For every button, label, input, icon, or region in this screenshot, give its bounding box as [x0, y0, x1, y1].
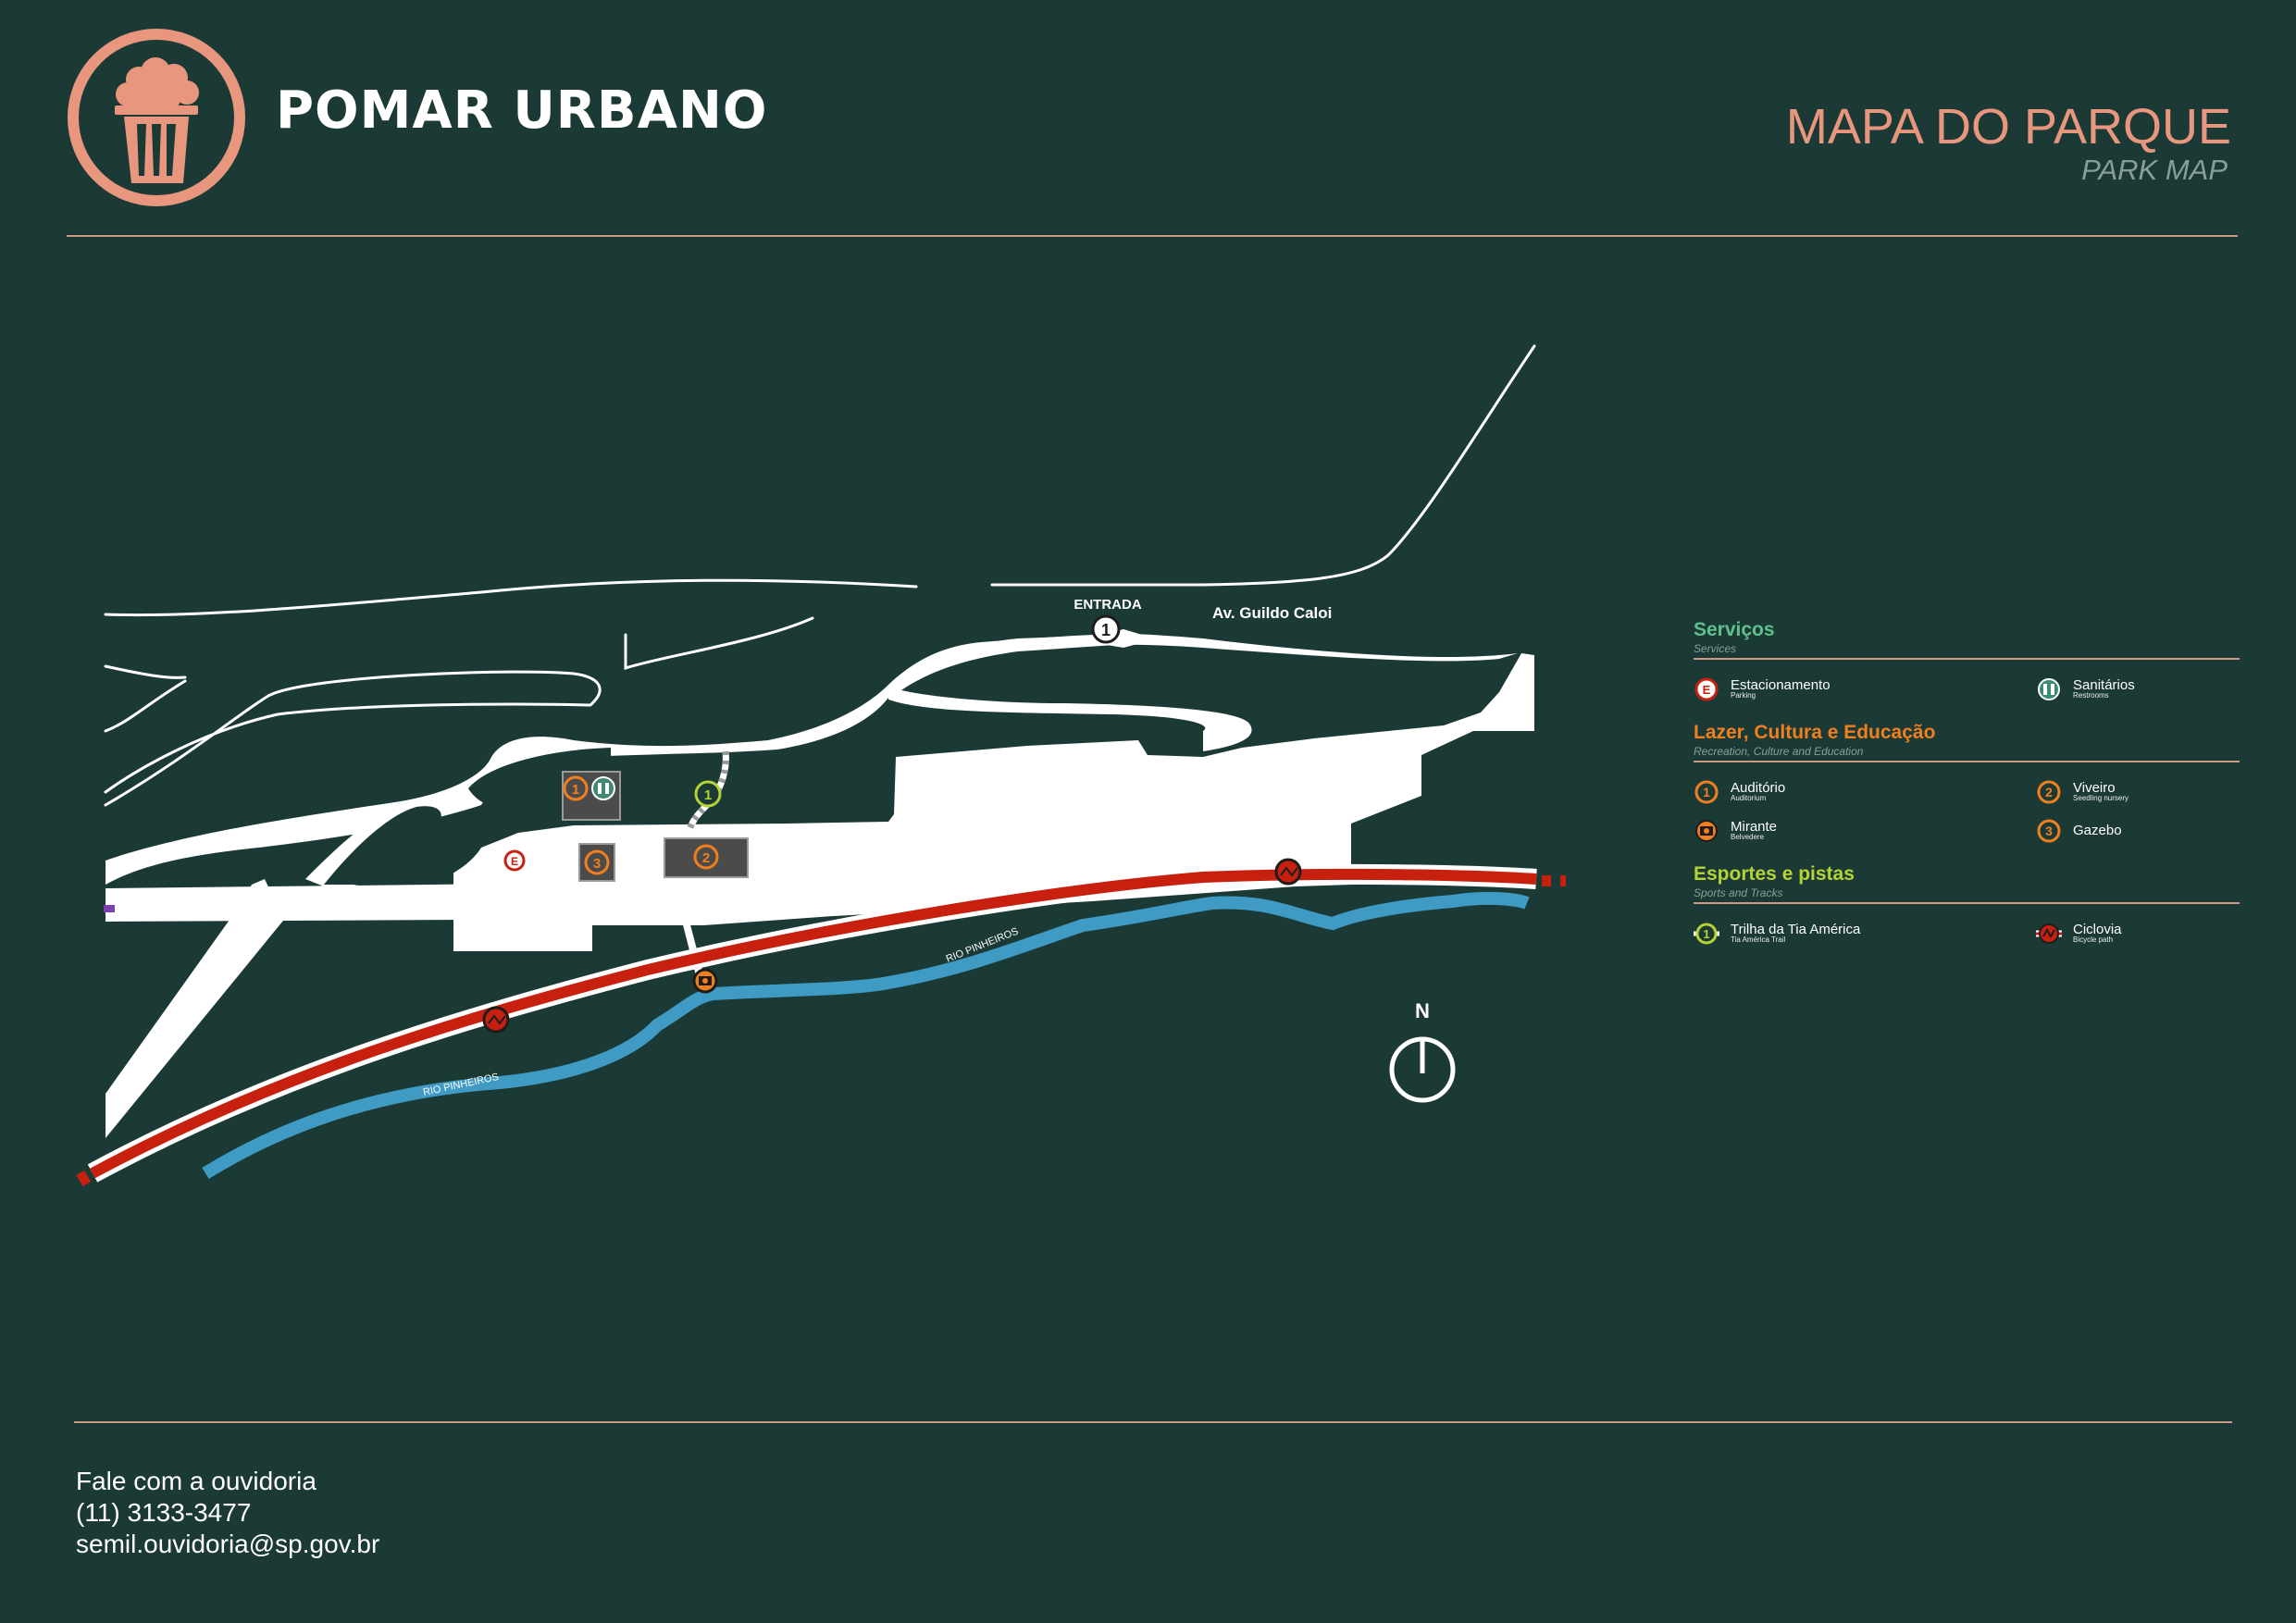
bicycle-icon — [2036, 923, 2062, 944]
legend-heading-services: Serviços — [1694, 619, 1775, 640]
number-1-icon: 1 — [1694, 780, 1719, 804]
legend-sublabel: Belvedere — [1731, 833, 1765, 842]
svg-text:1: 1 — [1101, 621, 1111, 639]
legend-subheading-services: Services — [1694, 642, 1737, 655]
svg-text:1: 1 — [1703, 927, 1709, 941]
contact-email[interactable]: semil.ouvidoria@sp.gov.br — [76, 1530, 380, 1558]
river-pinheiros: RIO PINHEIROS RIO PINHEIROS — [202, 891, 1530, 1179]
svg-text:3: 3 — [593, 856, 601, 872]
street-name: Av. Guildo Caloi — [1212, 604, 1332, 622]
camera-icon — [1695, 820, 1718, 842]
legend-label: Mirante — [1731, 818, 1778, 835]
legend-sublabel: Seedling nursery — [2073, 794, 2129, 803]
trail-icon: 1 — [1694, 923, 1719, 945]
legend-label: Viveiro — [2073, 779, 2116, 796]
header-divider — [67, 235, 2238, 237]
park-name: POMAR URBANO — [276, 81, 768, 141]
map-title: MAPA DO PARQUE — [1785, 99, 2231, 155]
legend-section-recreation: Lazer, Cultura e Educação Recreation, Cu… — [1694, 723, 2240, 846]
legend-heading-sports: Esportes e pistas — [1694, 863, 1855, 885]
legend-sublabel: Bicycle path — [2073, 935, 2114, 945]
number-2-icon: 2 — [2037, 780, 2061, 804]
belvedere-marker — [692, 968, 718, 994]
entrance-label: ENTRADA — [1074, 597, 1141, 613]
svg-text:1: 1 — [1703, 785, 1710, 799]
parking-marker: E — [503, 849, 526, 872]
legend-label: Sanitários — [2073, 676, 2135, 693]
legend-label: Auditório — [1731, 779, 1786, 796]
restroom-icon — [2038, 678, 2060, 700]
bike-marker-2 — [1274, 858, 1302, 886]
legend-sublabel: Tia América Trail — [1731, 935, 1786, 945]
legend-subheading-recreation: Recreation, Culture and Education — [1694, 745, 1864, 758]
legend-label: Trilha da Tia América — [1731, 921, 1861, 937]
parking-icon: E — [1694, 677, 1719, 701]
bike-path — [76, 863, 1566, 1187]
svg-text:2: 2 — [702, 850, 710, 866]
svg-text:2: 2 — [2045, 785, 2053, 799]
street-outlines — [104, 344, 1536, 807]
contact-block: Fale com a ouvidoria (11) 3133-3477 semi… — [76, 1466, 379, 1560]
boundary-marker — [104, 905, 115, 912]
svg-text:3: 3 — [2045, 824, 2053, 838]
bike-marker-1 — [482, 1006, 510, 1034]
legend-sublabel: Auditorium — [1731, 794, 1767, 803]
gazebo-marker: 3 — [584, 849, 610, 875]
svg-text:1: 1 — [704, 787, 712, 803]
svg-text:E: E — [511, 855, 518, 868]
legend-sublabel: Parking — [1731, 691, 1756, 700]
svg-text:1: 1 — [572, 782, 579, 798]
number-3-icon: 3 — [2037, 819, 2061, 843]
map-subtitle: PARK MAP — [2081, 154, 2228, 186]
trail-marker: 1 — [694, 780, 722, 808]
contact-phone[interactable]: (11) 3133-3477 — [76, 1498, 252, 1527]
svg-text:N: N — [1415, 999, 1430, 1022]
legend-sublabel: Restrooms — [2073, 691, 2109, 700]
svg-text:E: E — [1703, 683, 1711, 697]
restroom-marker — [591, 776, 615, 800]
legend-section-sports: Esportes e pistas Sports and Tracks 1 Tr… — [1694, 864, 2240, 948]
entrance-marker: 1 — [1091, 614, 1121, 644]
nursery-marker: 2 — [693, 844, 719, 870]
legend-label: Estacionamento — [1731, 676, 1831, 693]
auditorium-marker: 1 — [563, 775, 589, 801]
contact-heading: Fale com a ouvidoria — [76, 1467, 316, 1495]
legend-heading-recreation: Lazer, Cultura e Educação — [1694, 722, 1936, 743]
orchard-tree-logo-icon — [68, 29, 245, 206]
north-arrow-icon: N — [1389, 999, 1456, 1103]
legend-label: Ciclovia — [2073, 921, 2122, 937]
legend-item-gazebo: 3 Gazebo — [2036, 816, 2240, 846]
legend-label: Gazebo — [2073, 823, 2122, 839]
legend-subheading-sports: Sports and Tracks — [1694, 886, 1783, 899]
footer-divider — [74, 1421, 2232, 1423]
